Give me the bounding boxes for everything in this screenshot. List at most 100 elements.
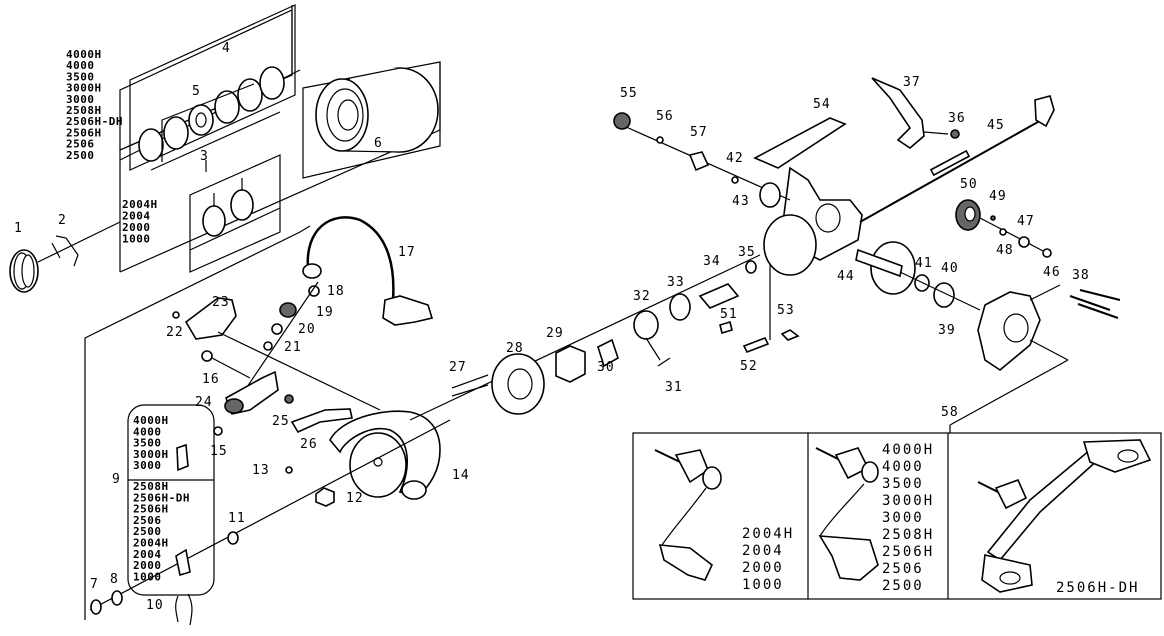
part-number-25-spring: 25 <box>272 414 290 429</box>
part-34-pinion-gear <box>698 283 740 309</box>
part-16-screw <box>201 350 213 362</box>
handle-models-double: 2506H-DH <box>1056 580 1137 596</box>
part-22-screw <box>172 311 180 319</box>
part-31-screws <box>645 337 671 367</box>
part-number-19-line-roller: 19 <box>316 305 334 320</box>
model-label: 2500 <box>66 149 95 162</box>
gear-axis <box>979 217 1046 253</box>
model-label: 4000 <box>133 425 162 438</box>
part-38-screws <box>1069 289 1121 319</box>
part-number-46-screw: 46 <box>1043 265 1061 280</box>
part-number-48-washer: 48 <box>996 243 1014 258</box>
part-53-lever <box>780 329 800 341</box>
part-number-15-screw: 15 <box>210 444 228 459</box>
model-label: 2500 <box>133 525 162 538</box>
part-52-shaft <box>742 336 770 354</box>
part-30-clutch-roller <box>597 338 619 368</box>
part-number-3-drag-washer-set: 3 <box>200 149 209 164</box>
part-number-43-bearing: 43 <box>732 194 750 209</box>
handle-small-illustration <box>654 449 722 581</box>
part-46-screw <box>1042 248 1052 258</box>
part-number-51-pawl: 51 <box>720 307 738 322</box>
part-number-10-spring: 10 <box>146 598 164 613</box>
handle-model-label: 3500 <box>882 476 924 492</box>
part-25-spring <box>284 394 294 404</box>
part-number-40-bearing: 40 <box>941 261 959 276</box>
part-21 <box>263 341 273 351</box>
part-15-screw <box>213 426 223 436</box>
part-48-washer <box>999 228 1007 236</box>
part-45-head <box>1034 95 1055 128</box>
part-17-bail-wire <box>306 216 395 301</box>
model-label: 2004H <box>122 198 158 211</box>
part-number-12-rotor-nut: 12 <box>346 491 364 506</box>
model-label: 3000H <box>66 82 102 95</box>
cover-screws-leader <box>1029 284 1061 301</box>
model-label: 1000 <box>133 570 162 583</box>
model-label: 3000 <box>66 93 95 106</box>
drag-washer-frame-outer <box>129 4 296 171</box>
part-40-bearing <box>933 282 955 308</box>
model-label: 2506 <box>133 514 162 527</box>
model-label: 2004H <box>133 537 169 550</box>
part-27-screws <box>451 374 489 397</box>
part-number-17-bail-wire: 17 <box>398 245 416 260</box>
handle-model-label: 2004 <box>742 543 784 559</box>
model-label: 2506H-DH <box>133 491 190 504</box>
main-axis <box>89 419 451 611</box>
part-number-14-rotor: 14 <box>452 468 470 483</box>
part-number-42-clip: 42 <box>726 151 744 166</box>
part-number-49-pin: 49 <box>989 189 1007 204</box>
handle-model-label: 2004H <box>742 526 794 542</box>
roller-axis <box>244 281 319 391</box>
part-number-26-bail-trip-lever: 26 <box>300 437 318 452</box>
model-label: 2004 <box>122 210 151 223</box>
part-7-washer <box>90 599 102 615</box>
handle-model-label: 1000 <box>742 577 784 593</box>
part-number-9-bail-stopper: 9 <box>112 472 121 487</box>
part-23-cover <box>184 297 237 340</box>
part-number-22-screw: 22 <box>166 325 184 340</box>
part-20 <box>271 323 283 335</box>
part-number-2-clip: 2 <box>58 213 67 228</box>
part-10-spring <box>175 593 193 626</box>
part-9-stopper-large <box>176 443 189 472</box>
part-17-arm <box>382 295 434 326</box>
part-number-55-handle-cap: 55 <box>620 86 638 101</box>
part-9-stopper-small <box>175 548 191 577</box>
handle-model-label: 3000 <box>882 510 924 526</box>
model-label: 4000H <box>66 48 102 61</box>
part-24-roller <box>224 398 244 414</box>
part-17-end <box>302 263 322 279</box>
handle-model-label: 2508H <box>882 527 934 543</box>
model-label: 3000 <box>133 459 162 472</box>
part-12-nut <box>315 487 335 507</box>
part-number-34-pinion-gear: 34 <box>703 254 721 269</box>
part-8-washer <box>111 590 123 606</box>
part-number-13-screw: 13 <box>252 463 270 478</box>
part-54-body <box>753 117 863 276</box>
axis-line <box>37 221 121 263</box>
part-43-bearing <box>759 182 781 208</box>
model-label: 1000 <box>122 233 151 246</box>
part-26-trip-lever <box>290 408 353 434</box>
handle-panel-frame <box>632 432 1162 600</box>
drag-washer-frame-small <box>189 154 281 273</box>
model-label: 2506H-DH <box>66 115 123 128</box>
model-label: 3000H <box>133 448 169 461</box>
handle-model-label: 2506 <box>882 561 924 577</box>
handle-model-label: 4000 <box>882 459 924 475</box>
model-label: 2506H <box>133 503 169 516</box>
part-51-pawl <box>719 320 733 335</box>
part-number-41-washer: 41 <box>915 256 933 271</box>
part-number-32-retainer: 32 <box>633 289 651 304</box>
part-14-rotor <box>285 410 441 507</box>
handle-double-illustration <box>977 439 1152 593</box>
part-number-53-lever: 53 <box>777 303 795 318</box>
part-37-body-cover <box>871 77 925 150</box>
handle-model-label: 4000H <box>882 442 934 458</box>
model-label: 2506H <box>66 126 102 139</box>
